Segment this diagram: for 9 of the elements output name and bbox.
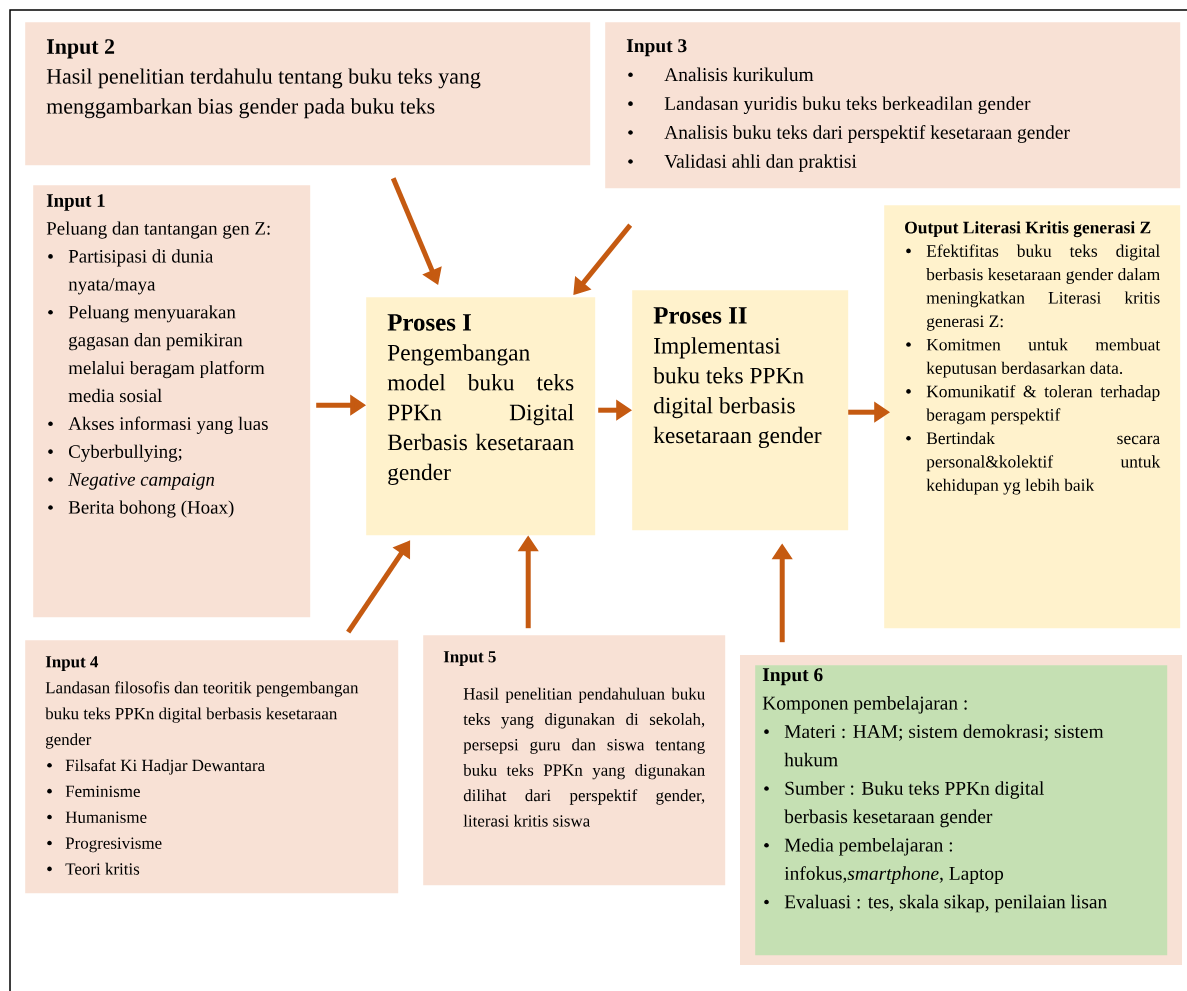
- input-box: Input 6 Komponen pembelajaran : Materi : HAM; sistem demokrasi; sistem hukum Sumber : Buku teks PPKn digital berbasis kesetaraan gender Media pembelajaran : infokus,smartphone, Laptop Evaluasi : tes, skala sikap, penilaian lisan: [755, 665, 1168, 956]
- input-box: Input 5 Hasil penelitian pendahuluan buku teks yang digunakan di sekolah, persepsi guru dan siswa tentang buku teks PPKn yang digunakan dilihat dari perspektif gender, literasi kritis siswa: [423, 635, 726, 886]
- input-box: Input 1 Peluang dan tantangan gen Z: Partisipasi di dunia nyata/maya Peluang menyuarakan gagasan dan pemikiran melalui beragam platform media sosial Akses informasi yang luas Cyberbullying; Negative campaign Berita bohong (Hoax): [33, 185, 311, 618]
- output-box: Output Literasi Kritis generasi Z Efektifitas buku teks digital berbasis kesetaraan gender dalam meningkatkan Literasi kritis generasi Z: Komitmen untuk membuat keputusan berdasarkan data. Komunikatif & toleran terhadap beragam perspektif Bertindak secara personal&kolektif untuk kehidupan yg lebih baik: [884, 205, 1181, 629]
- input-box: Input 2 Hasil penelitian terdahulu tentang buku teks yang menggambarkan bias gender pada buku teks: [25, 22, 591, 166]
- input-box: Input 3 Analisis kurikulum Landasan yuridis buku teks berkeadilan gender Analisis buku teks dari perspektif kesetaraan gender Validasi ahli dan praktisi: [605, 22, 1181, 189]
- process-box: Proses I Pengembangan model buku teks PPKn Digital Berbasis kesetaraan gender: [366, 297, 596, 536]
- process-box: Proses II Implementasi buku teks PPKn digital berbasis kesetaraan gender: [632, 290, 849, 531]
- input-box: Input 4 Landasan filosofis dan teoritik pengembangan buku teks PPKn digital berbasis kesetaraan gender Filsafat Ki Hadjar Dewantara Feminisme Humanisme Progresivisme Teori kritis: [25, 640, 399, 894]
